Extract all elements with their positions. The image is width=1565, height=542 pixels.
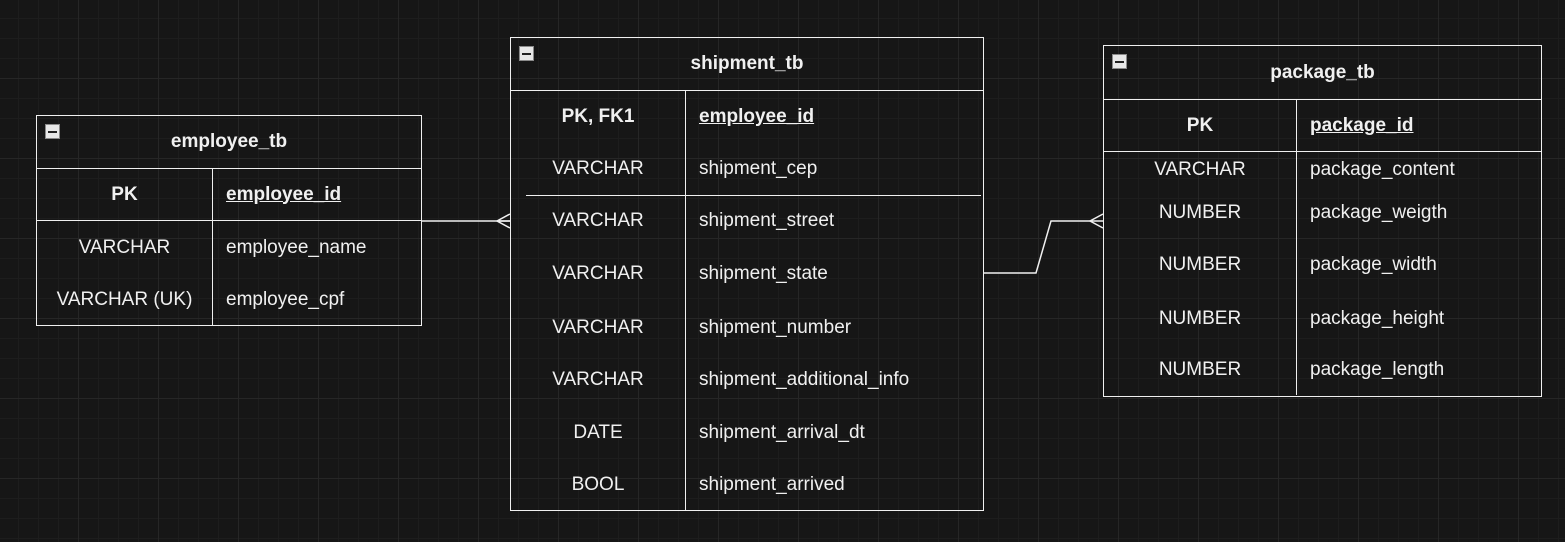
field-name[interactable]: package_content xyxy=(1310,159,1455,180)
field-type: NUMBER xyxy=(1158,307,1242,329)
field-name[interactable]: shipment_number xyxy=(699,316,852,338)
field-name[interactable]: package_width xyxy=(1310,254,1437,275)
field-name[interactable]: shipment_street xyxy=(699,210,835,231)
field-type: DATE xyxy=(573,421,623,443)
field-type: VARCHAR (UK) xyxy=(56,289,193,310)
shipment-table[interactable]: shipment_tb PK, FK1 VARCHAR VARCHAR VARC… xyxy=(510,37,984,511)
field-name[interactable]: employee_cpf xyxy=(226,289,345,310)
name-column: employee_id shipment_cep shipment_street… xyxy=(686,91,983,510)
key-field[interactable]: package_id xyxy=(1297,100,1541,152)
employee-shipment-crowsfoot xyxy=(495,213,511,229)
key-field[interactable]: employee_id xyxy=(699,106,815,127)
field-type: VARCHAR xyxy=(78,236,171,258)
collapse-icon[interactable] xyxy=(1112,54,1127,69)
field-name[interactable]: shipment_state xyxy=(699,263,828,284)
type-column: PK, FK1 VARCHAR VARCHAR VARCHAR VARCHAR … xyxy=(511,91,686,510)
field-type: VARCHAR xyxy=(552,158,644,179)
key-type: PK, FK1 xyxy=(561,106,635,127)
package-table-header[interactable]: package_tb xyxy=(1104,46,1541,100)
field-name[interactable]: shipment_arrival_dt xyxy=(699,421,865,443)
key-divider xyxy=(526,195,981,196)
table-title: package_tb xyxy=(1270,61,1375,83)
package-table[interactable]: package_tb PK VARCHAR NUMBER NUMBER NUMB… xyxy=(1103,45,1542,397)
shipment-table-header[interactable]: shipment_tb xyxy=(511,38,983,91)
field-name[interactable]: package_weigth xyxy=(1310,202,1448,223)
field-name[interactable]: shipment_cep xyxy=(699,158,818,179)
key-type: PK xyxy=(37,169,212,221)
field-name[interactable]: employee_name xyxy=(226,236,367,258)
field-name[interactable]: shipment_arrived xyxy=(699,473,845,495)
table-title: shipment_tb xyxy=(690,53,804,74)
field-type: NUMBER xyxy=(1158,202,1242,223)
collapse-icon[interactable] xyxy=(519,46,534,61)
name-column: employee_id employee_name employee_cpf xyxy=(213,169,421,326)
collapse-icon[interactable] xyxy=(45,124,60,139)
key-type: PK xyxy=(1104,100,1296,152)
shipment-table-body: PK, FK1 VARCHAR VARCHAR VARCHAR VARCHAR … xyxy=(511,91,983,510)
name-column: package_id package_content package_weigt… xyxy=(1297,100,1541,395)
employee-table-header[interactable]: employee_tb xyxy=(37,116,421,169)
package-table-body: PK VARCHAR NUMBER NUMBER NUMBER NUMBER p… xyxy=(1104,100,1541,395)
field-type: VARCHAR xyxy=(552,369,644,390)
field-type: BOOL xyxy=(571,473,625,495)
field-type: VARCHAR xyxy=(1154,159,1246,180)
field-type: VARCHAR xyxy=(552,316,644,338)
field-type: VARCHAR xyxy=(552,210,644,231)
field-name[interactable]: package_height xyxy=(1310,307,1445,329)
employee-table[interactable]: employee_tb PK VARCHAR VARCHAR (UK) empl… xyxy=(36,115,422,326)
employee-table-body: PK VARCHAR VARCHAR (UK) employee_id empl… xyxy=(37,169,421,326)
type-column: PK VARCHAR VARCHAR (UK) xyxy=(37,169,213,326)
field-type: NUMBER xyxy=(1158,254,1242,275)
shipment-package-crowsfoot xyxy=(1088,213,1104,229)
field-name[interactable]: shipment_additional_info xyxy=(699,369,910,390)
field-type: VARCHAR xyxy=(552,263,644,284)
field-name[interactable]: package_length xyxy=(1310,359,1445,380)
table-title: employee_tb xyxy=(170,131,288,152)
field-type: NUMBER xyxy=(1158,359,1242,380)
type-column: PK VARCHAR NUMBER NUMBER NUMBER NUMBER xyxy=(1104,100,1297,395)
shipment-package-connector xyxy=(984,220,1103,274)
key-field[interactable]: employee_id xyxy=(213,169,421,221)
